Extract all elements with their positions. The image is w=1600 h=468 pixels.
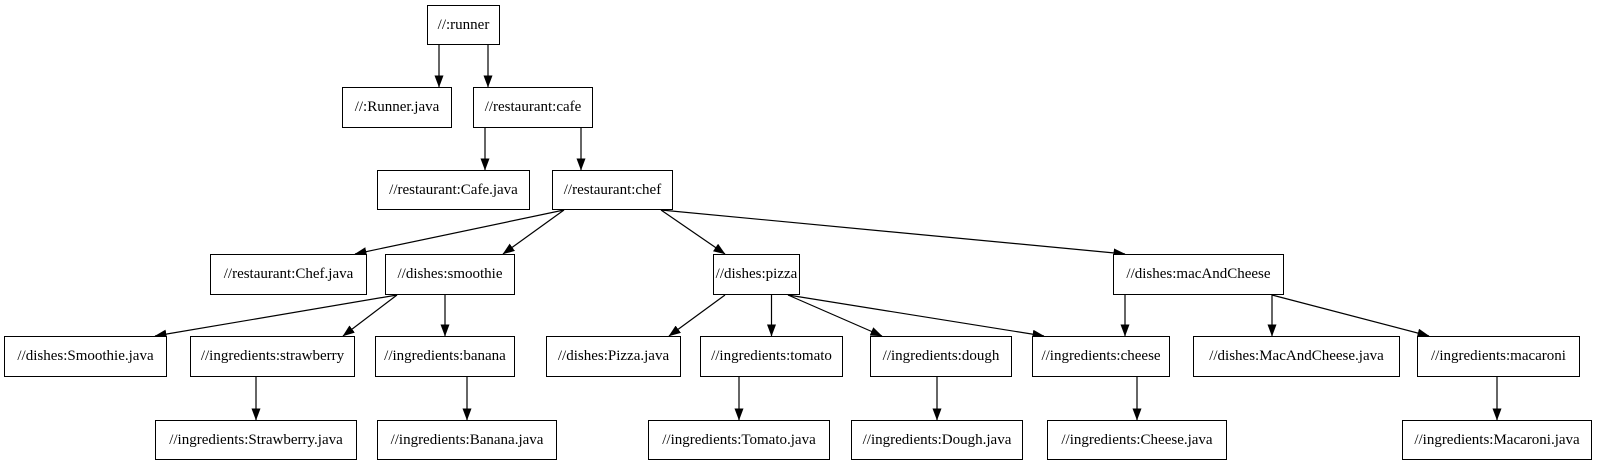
node-cafe-java: //restaurant:Cafe.java	[377, 170, 530, 210]
node-runner: //:runner	[427, 5, 500, 45]
node-dough: //ingredients:dough	[870, 336, 1012, 377]
node-strawberry: //ingredients:strawberry	[190, 336, 355, 377]
node-tomato-java: //ingredients:Tomato.java	[648, 420, 830, 460]
node-tomato: //ingredients:tomato	[700, 336, 843, 377]
edge-chef-to-smoothie	[502, 209, 565, 255]
node-chef-java: //restaurant:Chef.java	[210, 254, 367, 295]
node-smoothie-java: //dishes:Smoothie.java	[4, 336, 167, 377]
node-cafe: //restaurant:cafe	[473, 87, 593, 128]
edge-chef-to-pizza	[660, 209, 726, 255]
node-strawberry-java: //ingredients:Strawberry.java	[155, 420, 357, 460]
node-mac-and-cheese-java: //dishes:MacAndCheese.java	[1193, 336, 1400, 377]
edge-chef-to-chef-java	[354, 209, 565, 257]
node-banana-java: //ingredients:Banana.java	[377, 420, 557, 460]
node-runner-java: //:Runner.java	[342, 87, 452, 128]
edge-mac-and-cheese-to-macaroni	[1271, 294, 1430, 338]
node-cheese-java: //ingredients:Cheese.java	[1047, 420, 1227, 460]
edge-chef-to-mac-and-cheese	[660, 209, 1126, 258]
edge-smoothie-to-smoothie-java	[154, 294, 398, 339]
node-pizza: //dishes:pizza	[713, 254, 800, 295]
node-cheese: //ingredients:cheese	[1032, 336, 1170, 377]
edge-pizza-to-pizza-java	[668, 294, 726, 337]
node-chef: //restaurant:chef	[552, 170, 673, 210]
node-dough-java: //ingredients:Dough.java	[851, 420, 1023, 460]
edge-pizza-to-cheese	[787, 294, 1045, 339]
node-mac-and-cheese: //dishes:macAndCheese	[1113, 254, 1284, 295]
edge-smoothie-to-strawberry	[342, 294, 398, 337]
node-macaroni: //ingredients:macaroni	[1417, 336, 1580, 377]
dependency-edges	[154, 45, 1502, 421]
node-smoothie: //dishes:smoothie	[385, 254, 515, 295]
node-banana: //ingredients:banana	[375, 336, 515, 377]
node-macaroni-java: //ingredients:Macaroni.java	[1402, 420, 1592, 460]
node-pizza-java: //dishes:Pizza.java	[546, 336, 681, 377]
edge-pizza-to-dough	[787, 294, 883, 337]
